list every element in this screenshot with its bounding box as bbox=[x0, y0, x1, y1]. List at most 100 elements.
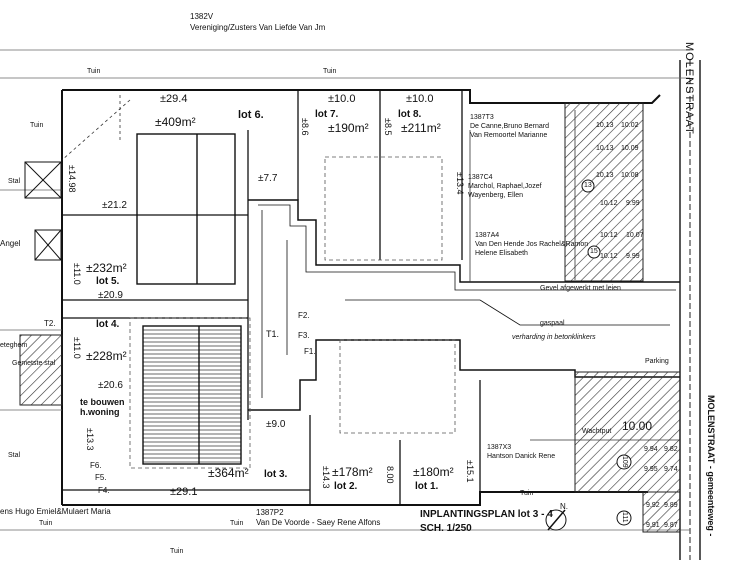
lot-5-area: ±232m² bbox=[86, 261, 127, 275]
owner-1-name: De Canne,Bruno Bernard bbox=[470, 123, 549, 130]
level-value: 10.09 bbox=[621, 145, 639, 152]
f2-label: F2. bbox=[298, 311, 310, 320]
owner-3-name: Van Den Hende Jos Rachel&Ramon bbox=[475, 241, 589, 248]
level-value: 9.99 bbox=[626, 253, 640, 260]
dim-7-7: ±7.7 bbox=[258, 173, 278, 184]
t2-label: T2. bbox=[44, 319, 56, 328]
lot-8-area: ±211m² bbox=[401, 121, 441, 135]
verharding-label: verharding in betonklinkers bbox=[512, 334, 596, 341]
site-boundary bbox=[61, 89, 661, 506]
building-lot-3-4 bbox=[142, 325, 242, 465]
level-value: 9.95 bbox=[644, 466, 658, 473]
lot-1-area: ±180m² bbox=[413, 465, 454, 479]
build-zones bbox=[129, 156, 456, 469]
f4-label: F4. bbox=[98, 486, 110, 495]
level-value: 10.07 bbox=[626, 232, 644, 239]
dim-13-3: ±13.3 bbox=[85, 428, 95, 451]
level-value: 10.13 bbox=[596, 122, 614, 129]
f6-label: F6. bbox=[90, 461, 102, 470]
lot-6-width: ±29.4 bbox=[160, 93, 188, 105]
owner-1-parcel: 1387T3 bbox=[470, 114, 494, 121]
owner-4-parcel: 1387X3 bbox=[487, 444, 512, 451]
north-label: N. bbox=[560, 502, 568, 511]
garden-label: Tuin bbox=[323, 68, 337, 75]
dim-21-2: ±21.2 bbox=[102, 200, 127, 211]
lot-2-area: ±178m² bbox=[332, 465, 373, 479]
lot-7-area: ±190m² bbox=[328, 121, 369, 135]
lot-7-depth: ±8.6 bbox=[300, 118, 310, 136]
lot-2-width-1: ±14.3 bbox=[321, 466, 331, 489]
parking-label: Parking bbox=[645, 358, 669, 365]
garden-label: Tuin bbox=[520, 490, 534, 497]
house-number: 109 bbox=[621, 456, 628, 468]
gevel-label: Gevel afgewerkt met leien bbox=[540, 285, 621, 292]
owner-4-name: Hantson Danick Rene bbox=[487, 453, 556, 460]
garden-label: Tuin bbox=[87, 68, 101, 75]
dim-14-98: ±14.98 bbox=[67, 165, 77, 193]
stall-boxes bbox=[24, 161, 62, 261]
level-value: 10.12 bbox=[600, 253, 618, 260]
f1-label: F1. bbox=[304, 347, 316, 356]
owner-2-name: Marchol, Raphael,Jozef bbox=[468, 183, 542, 190]
parcel-number-top: 1382V bbox=[190, 12, 214, 21]
garden-label: Tuin bbox=[170, 548, 184, 555]
dim-10-00: 10.00 bbox=[622, 419, 653, 433]
t1-label: T1. bbox=[266, 329, 280, 339]
house-number-circles bbox=[581, 179, 632, 526]
garden-label: Tuin bbox=[30, 122, 44, 129]
level-value: 9.82 bbox=[664, 446, 678, 453]
f3-label: F3. bbox=[298, 331, 310, 340]
owner-3-name-2: Helene Elisabeth bbox=[475, 250, 528, 257]
gaspaal-label: gaspaal bbox=[540, 320, 565, 327]
level-value: 9.94 bbox=[644, 446, 658, 453]
wachtput-label: Wachtput bbox=[582, 428, 612, 435]
level-value: 10.13 bbox=[596, 145, 614, 152]
street-name-sub: MOLENSTRAAT - gemeenteweg - bbox=[706, 395, 716, 537]
lot-3-area: ±364m² bbox=[208, 466, 249, 480]
street-name: MOLENSTRAAT bbox=[683, 42, 695, 135]
level-value: 10.02 bbox=[621, 122, 639, 129]
garden-label: Tuin bbox=[230, 520, 244, 527]
level-value: 10.12 bbox=[600, 232, 618, 239]
level-value: 10.12 bbox=[600, 200, 618, 207]
dim-20-9: ±20.9 bbox=[98, 290, 123, 301]
lot-1-depth: ±15.1 bbox=[465, 460, 475, 483]
level-value: 9.99 bbox=[626, 200, 640, 207]
h-woning-label: h.woning bbox=[80, 407, 120, 417]
lot-7-label: lot 7. bbox=[315, 109, 339, 120]
north-arrow bbox=[545, 509, 567, 531]
owner-5-parcel: 1387P2 bbox=[256, 508, 284, 517]
owner-3-parcel: 1387A4 bbox=[475, 232, 500, 239]
dim-20-6: ±20.6 bbox=[98, 380, 123, 391]
level-value: 9.92 bbox=[646, 502, 660, 509]
plan-scale: SCH. 1/250 bbox=[420, 523, 472, 534]
lot-2-width-2: 8.00 bbox=[385, 466, 395, 484]
level-value: 10.08 bbox=[621, 172, 639, 179]
owner-2-parcel: 1387C4 bbox=[468, 174, 493, 181]
dim-9-0: ±9.0 bbox=[266, 419, 286, 430]
owner-2-name-2: Wayenberg, Ellen bbox=[468, 192, 523, 199]
building-lot-6 bbox=[136, 133, 236, 285]
owner-5-name: Van De Voorde - Saey Rene Alfons bbox=[256, 518, 381, 527]
lot-7-width: ±10.0 bbox=[328, 93, 356, 105]
plan-title: INPLANTINGSPLAN lot 3 - 4 bbox=[420, 509, 553, 520]
lot-4-label: lot 4. bbox=[96, 319, 120, 330]
level-value: 10.13 bbox=[596, 172, 614, 179]
neighbour-buildings bbox=[19, 102, 681, 533]
lot-3-width: ±29.1 bbox=[170, 486, 198, 498]
owner-top: Vereniging/Zusters Van Liefde Van Jm bbox=[190, 23, 326, 32]
lot-8-depth: ±8.5 bbox=[383, 118, 393, 136]
te-bouwen-label: te bouwen bbox=[80, 397, 125, 407]
level-value: 9.89 bbox=[664, 502, 678, 509]
street-edge bbox=[679, 60, 701, 560]
house-number: 15 bbox=[590, 248, 598, 255]
lot-8-label: lot 8. bbox=[398, 109, 422, 120]
lot-3-label: lot 3. bbox=[264, 469, 288, 480]
background-lines bbox=[0, 49, 690, 531]
owner-6-name: ens Hugo Emiel&Mulaert Maria bbox=[0, 507, 111, 516]
lot-6-area: ±409m² bbox=[155, 115, 196, 129]
stall-label: Stal bbox=[8, 452, 21, 459]
owner-1-name-2: Van Remoortel Marianne bbox=[470, 132, 548, 139]
lot-4-area: ±228m² bbox=[86, 349, 127, 363]
